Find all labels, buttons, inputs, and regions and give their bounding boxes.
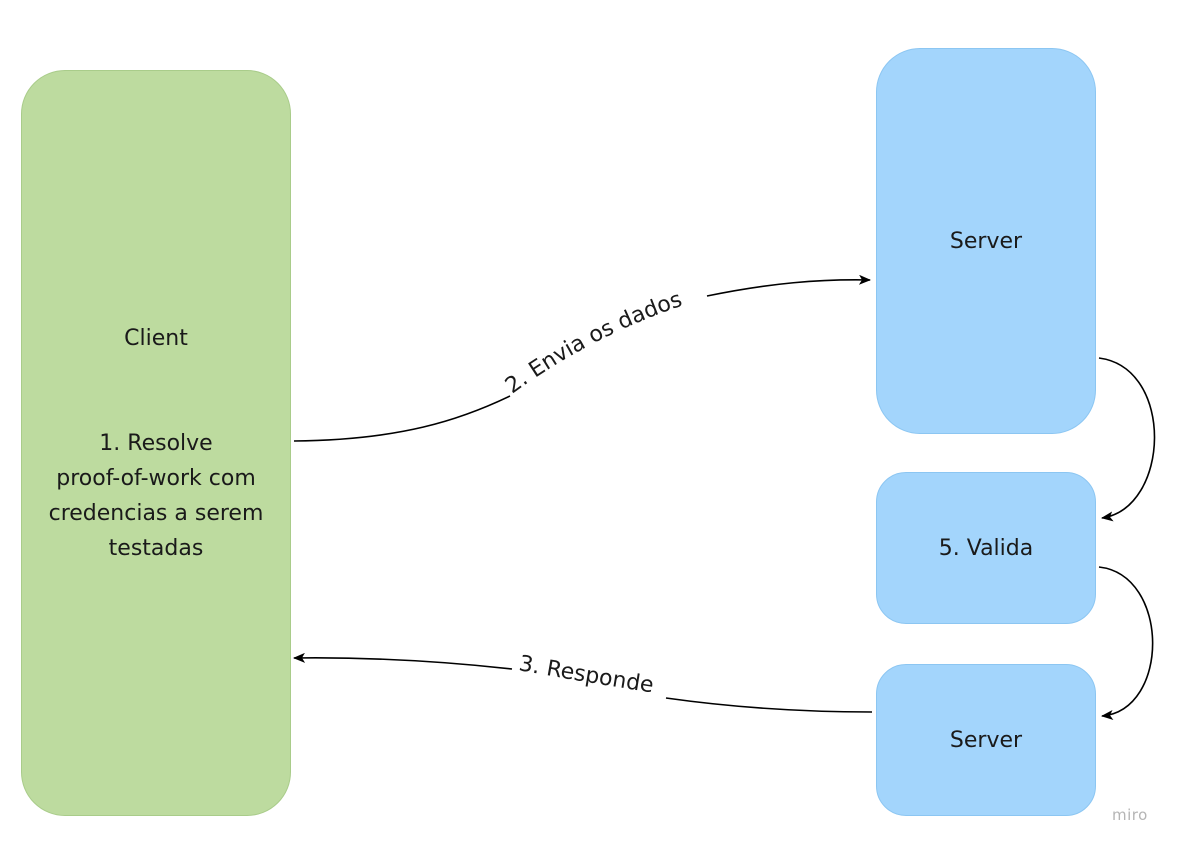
edge-responde-label-text: 3. Responde	[517, 651, 655, 698]
edge-responde-segment-b[interactable]	[293, 652, 513, 670]
client-title: Client	[124, 325, 188, 351]
client-step-line: 1. Resolve	[99, 430, 213, 456]
validate-node[interactable]: 5. Valida	[876, 472, 1096, 624]
client-step-text: 1. Resolve proof-of-work com credencias …	[36, 426, 276, 566]
server-node-bottom[interactable]: Server	[876, 664, 1096, 816]
miro-watermark: miro	[1112, 806, 1148, 824]
edge-server-to-valida[interactable]	[1098, 357, 1156, 522]
client-step-line: credencias a serem	[48, 500, 264, 526]
edge-responde-segment-a[interactable]	[665, 697, 873, 713]
validate-label: 5. Valida	[938, 535, 1034, 561]
edge-responde-label: 3. Responde	[517, 651, 655, 698]
server-top-label: Server	[949, 228, 1023, 254]
edge-envia-segment-a[interactable]	[293, 395, 511, 442]
client-node[interactable]: Client 1. Resolve proof-of-work com cred…	[21, 70, 291, 816]
client-step-line: proof-of-work com	[56, 465, 256, 491]
edge-envia-label: 2. Envia os dados	[501, 287, 685, 399]
server-bottom-label: Server	[949, 727, 1023, 753]
edge-valida-to-server[interactable]	[1098, 566, 1154, 720]
server-node-top[interactable]: Server	[876, 48, 1096, 434]
edge-envia-segment-b[interactable]	[706, 274, 871, 297]
edge-envia-label-text: 2. Envia os dados	[501, 287, 685, 399]
client-step-line: testadas	[108, 535, 204, 561]
